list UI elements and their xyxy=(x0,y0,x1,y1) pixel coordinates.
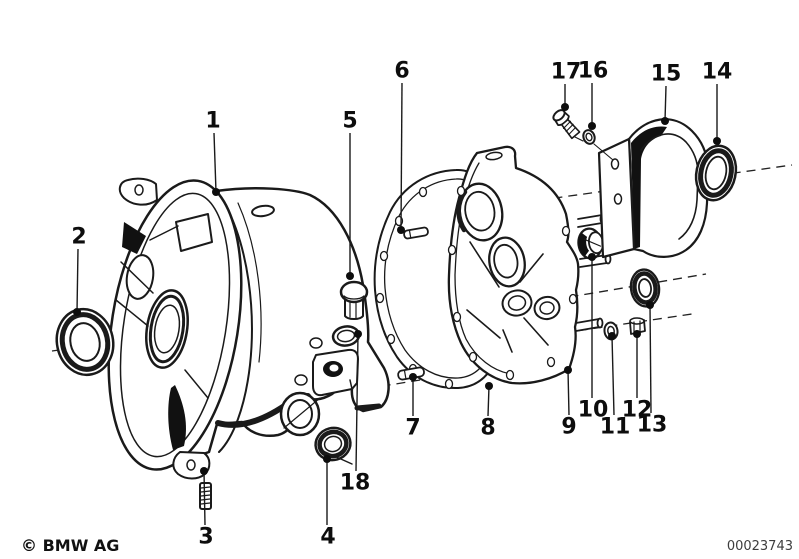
leader-line-11 xyxy=(611,335,615,416)
leader-dot-12 xyxy=(633,330,641,338)
callout-label-5[interactable]: 5 xyxy=(342,109,357,134)
leader-line-8 xyxy=(487,385,490,417)
seal-ring-4-drawing xyxy=(314,426,353,465)
leader-dot-8 xyxy=(485,382,493,390)
leader-line-18 xyxy=(355,333,359,472)
bracket-15-drawing xyxy=(597,118,710,259)
callout-label-11[interactable]: 11 xyxy=(600,415,631,440)
gearbox-housing-drawing xyxy=(107,177,390,480)
callout-label-15[interactable]: 15 xyxy=(651,62,682,87)
washer-16-drawing xyxy=(582,129,614,161)
callout-label-18[interactable]: 18 xyxy=(340,471,371,496)
drawing-number: 00023743 xyxy=(726,539,793,554)
callout-label-16[interactable]: 16 xyxy=(578,59,609,84)
callout-label-12[interactable]: 12 xyxy=(622,398,653,423)
leader-line-6 xyxy=(400,82,403,231)
leader-line-3 xyxy=(203,470,206,526)
stud-3-drawing xyxy=(199,482,212,510)
callout-label-14[interactable]: 14 xyxy=(702,60,733,85)
leader-dot-3 xyxy=(200,467,208,475)
leader-dot-17 xyxy=(561,103,569,111)
leader-dot-11 xyxy=(608,332,616,340)
leader-line-13 xyxy=(649,304,652,414)
inner-cover-9-drawing xyxy=(447,145,612,385)
leader-line-9 xyxy=(567,369,570,416)
callout-label-2[interactable]: 2 xyxy=(71,225,86,250)
leader-dot-6 xyxy=(397,226,405,234)
callout-label-17[interactable]: 17 xyxy=(551,60,582,85)
leader-dot-4 xyxy=(323,455,331,463)
filler-plug-5-drawing xyxy=(339,280,369,320)
leader-dot-14 xyxy=(713,137,721,145)
leader-dot-18 xyxy=(354,330,362,338)
callout-label-10[interactable]: 10 xyxy=(578,398,609,423)
callout-label-7[interactable]: 7 xyxy=(405,416,420,441)
seal-ring-14-drawing xyxy=(694,144,738,202)
dowel-pin-top-drawing xyxy=(403,226,429,240)
nut-12-drawing xyxy=(629,317,646,335)
callout-label-8[interactable]: 8 xyxy=(480,416,495,441)
screw-17-drawing xyxy=(552,109,584,142)
cover-bolt-bosses xyxy=(447,185,578,381)
leader-dot-15 xyxy=(661,117,669,125)
leader-dot-7 xyxy=(409,373,417,381)
callout-label-1[interactable]: 1 xyxy=(205,109,220,134)
leader-dot-2 xyxy=(73,308,81,316)
leader-line-15 xyxy=(664,85,667,122)
callout-label-6[interactable]: 6 xyxy=(394,59,409,84)
callout-label-13[interactable]: 13 xyxy=(637,413,668,438)
leader-dot-5 xyxy=(346,272,354,280)
leader-dot-16 xyxy=(588,122,596,130)
o-ring-18-drawing xyxy=(331,325,361,347)
callout-label-9[interactable]: 9 xyxy=(561,415,576,440)
bearing-13-drawing xyxy=(629,268,661,308)
leader-line-1 xyxy=(213,132,217,193)
callout-label-3[interactable]: 3 xyxy=(198,525,213,550)
leader-dot-1 xyxy=(212,188,220,196)
leader-dot-13 xyxy=(646,301,654,309)
callout-label-4[interactable]: 4 xyxy=(320,525,335,550)
copyright-text: © BMW AG xyxy=(21,536,120,555)
leader-dot-10 xyxy=(588,253,596,261)
leader-line-2 xyxy=(76,248,79,313)
seal-ring-2-drawing xyxy=(55,307,115,377)
leader-dot-9 xyxy=(564,366,572,374)
